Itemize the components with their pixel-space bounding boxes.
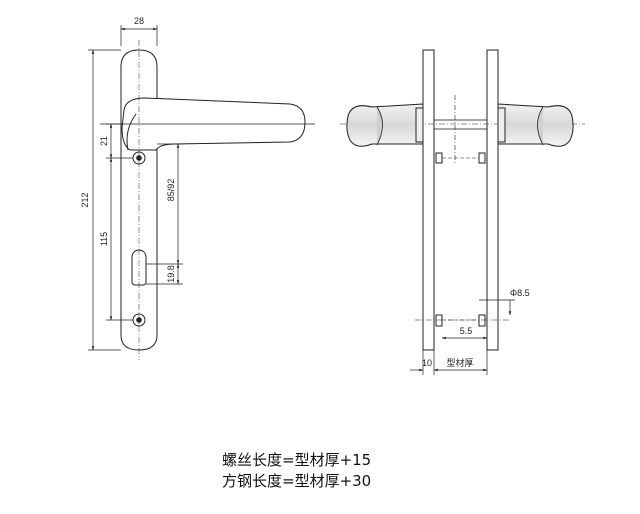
lower-screw-left: [435, 314, 443, 327]
right-rose: [497, 107, 506, 143]
side-view: [340, 49, 585, 375]
dim-hole-spacing: 115: [99, 232, 109, 246]
dim-backset: 85/92: [166, 179, 176, 202]
handle-rose: [126, 113, 137, 151]
left-rose: [415, 107, 424, 143]
spindle-length-note: 方钢长度=型材厚+30: [222, 472, 372, 490]
dim-offset: 5.5: [460, 326, 473, 336]
left-plate: [422, 49, 435, 351]
right-plate: [486, 49, 499, 351]
dim-thickness: 10: [422, 358, 432, 368]
dim-top-to-hole: 21: [99, 136, 109, 146]
dim-width: 28: [134, 16, 144, 26]
dim-profile-thickness: 型材厚: [446, 357, 473, 368]
dim-overall-height: 212: [80, 192, 90, 207]
right-grip: [497, 103, 574, 147]
left-grip: [346, 103, 424, 147]
bottom-screw-hole-inner: [136, 317, 142, 323]
cylinder-keyhole: [131, 249, 147, 286]
lower-screw-right: [478, 314, 486, 327]
dim-cylinder: 19.8: [166, 265, 176, 283]
upper-screw-right: [478, 152, 486, 164]
backplate-outline: [120, 49, 158, 351]
dim-diameter: Φ8.5: [510, 288, 530, 298]
upper-screw-left: [435, 152, 443, 164]
screw-length-note: 螺丝长度=型材厚+15: [222, 451, 372, 469]
top-screw-hole-inner: [136, 155, 142, 161]
spindle-bar: [433, 119, 488, 130]
front-view: [88, 25, 315, 360]
